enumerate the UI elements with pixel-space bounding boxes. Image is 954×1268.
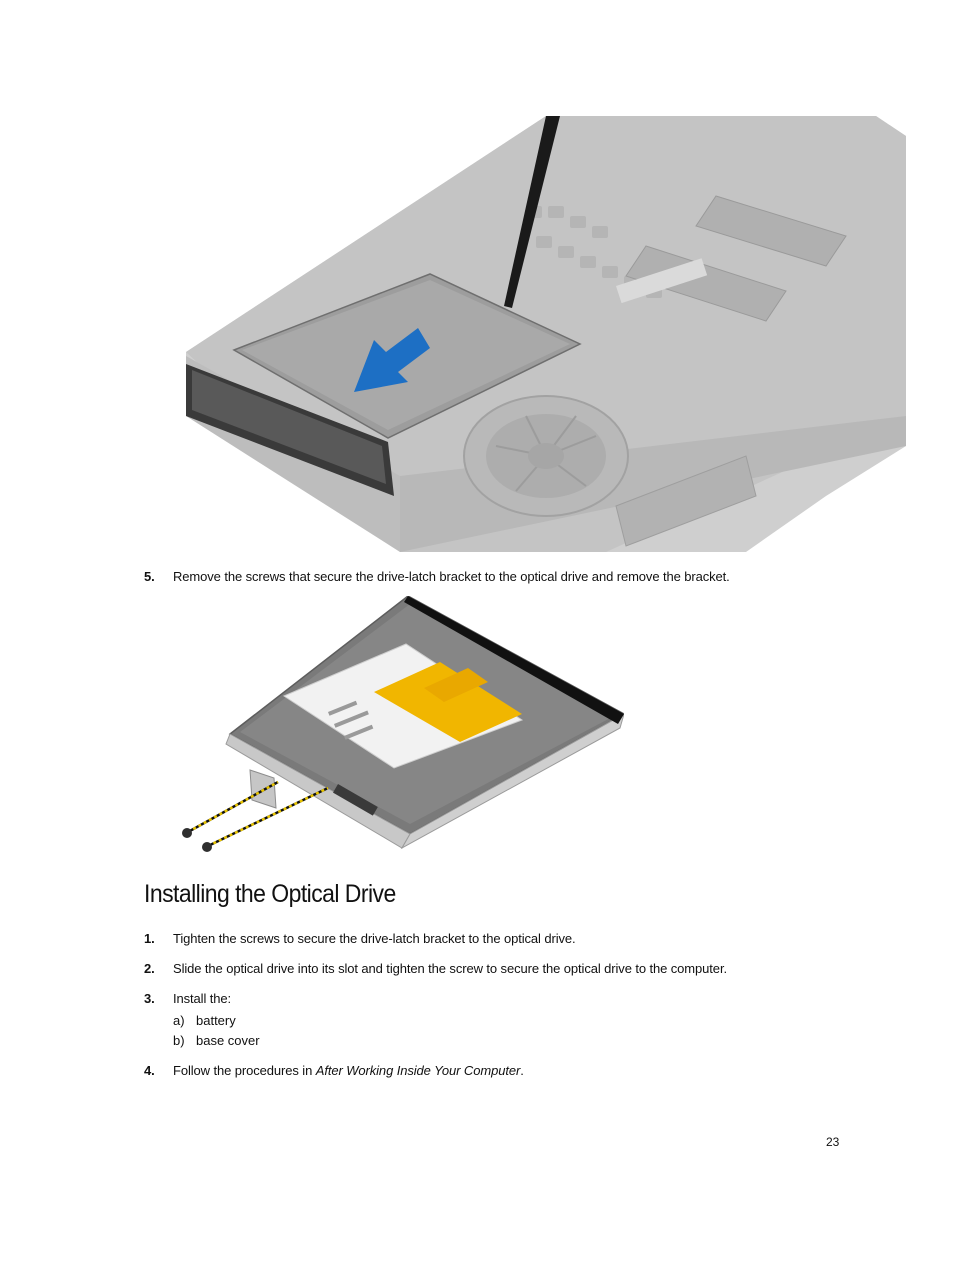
optical-drive-illustration: [178, 595, 626, 856]
substep-text: battery: [196, 1013, 236, 1028]
substep-text: base cover: [196, 1033, 260, 1048]
substep-letter: a): [173, 1013, 185, 1028]
step-number: 3.: [144, 991, 155, 1006]
step-number: 4.: [144, 1063, 155, 1078]
step-text: Slide the optical drive into its slot an…: [173, 961, 727, 976]
step-text-suffix: .: [520, 1063, 524, 1078]
step-text-prefix: Follow the procedures in: [173, 1063, 316, 1078]
step-text: Tighten the screws to secure the drive-l…: [173, 931, 576, 946]
step-text: Install the:: [173, 991, 232, 1006]
section-title: Installing the Optical Drive: [144, 880, 396, 908]
step-number: 5.: [144, 569, 155, 584]
step-text: Remove the screws that secure the drive-…: [173, 569, 730, 584]
document-reference-link: After Working Inside Your Computer: [315, 1063, 521, 1078]
step-text: Follow the procedures in After Working I…: [173, 1063, 524, 1079]
laptop-base-illustration: [186, 116, 906, 552]
page-number: 23: [826, 1135, 840, 1149]
substep-letter: b): [173, 1033, 185, 1048]
step-number: 1.: [144, 931, 155, 946]
step-number: 2.: [144, 961, 155, 976]
